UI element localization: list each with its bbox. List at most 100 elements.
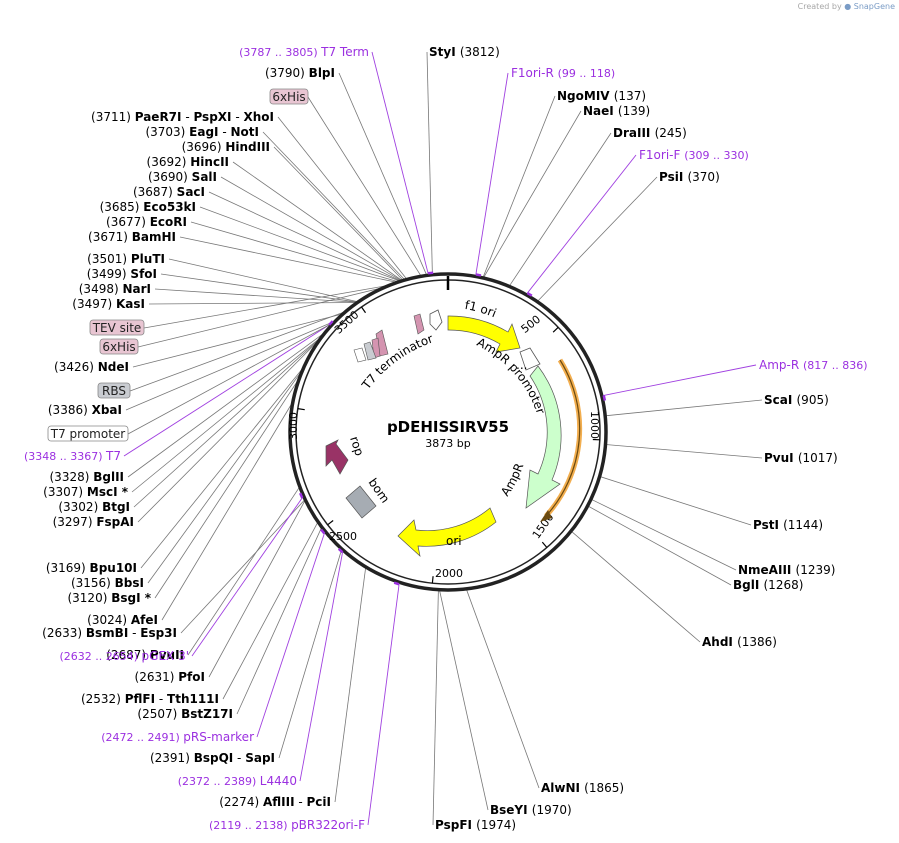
feature-6xhis-c[interactable] — [413, 313, 425, 335]
leader-line — [508, 132, 612, 287]
enzyme-name: PflFI — [125, 692, 155, 706]
feature-box-label[interactable]: T7 promoter — [50, 427, 126, 441]
primer-label[interactable]: F1ori-F (309 .. 330) — [639, 148, 749, 162]
primer-range: (2372 .. 2389) — [178, 775, 260, 788]
primer-label[interactable]: F1ori-R (99 .. 118) — [511, 66, 615, 80]
feature-box-label[interactable]: 6xHis — [272, 90, 305, 104]
enzyme-label-left[interactable]: (3120) BsgI * — [67, 591, 151, 605]
feature-rop[interactable] — [325, 439, 349, 475]
primer-label[interactable]: (2119 .. 2138) pBR322ori-F — [209, 818, 365, 832]
enzyme-label-right[interactable]: BglI (1268) — [733, 578, 803, 592]
enzyme-label-left[interactable]: (3497) KasI — [72, 297, 145, 311]
enzyme-label-left[interactable]: (3703) EagI - NotI — [145, 125, 259, 139]
ampr-primer-arrowhead — [540, 510, 552, 522]
svg-text:AmpR: AmpR — [498, 461, 526, 498]
enzyme-label-left[interactable]: (3677) EcoRI — [106, 215, 187, 229]
site-position: (2532) — [81, 692, 125, 706]
primer-name: F1ori-F — [639, 148, 684, 162]
leader-line — [187, 486, 301, 656]
feature-bom[interactable] — [345, 485, 377, 519]
primer-label[interactable]: Amp-R (817 .. 836) — [759, 358, 868, 372]
enzyme-name: PvuII — [150, 648, 184, 662]
enzyme-label-right[interactable]: PspFI (1974) — [435, 818, 516, 832]
enzyme-name: PspFI — [435, 818, 476, 832]
feature-box-label[interactable]: TEV site — [92, 321, 142, 335]
enzyme-label-left[interactable]: (3696) HindIII — [182, 140, 270, 154]
enzyme-name-2: NotI — [231, 125, 260, 139]
site-position: (1017) — [798, 451, 838, 465]
feature-box — [97, 382, 131, 399]
feature-t7-terminator[interactable] — [429, 309, 443, 331]
enzyme-label-right[interactable]: ScaI (905) — [764, 393, 829, 407]
enzyme-label-left[interactable]: (3711) PaeR7I - PspXI - XhoI — [91, 110, 274, 124]
enzyme-label-right[interactable]: PstI (1144) — [753, 518, 823, 532]
svg-text:f1 ori: f1 ori — [464, 298, 499, 320]
feature-ampr-promoter[interactable] — [519, 347, 541, 371]
enzyme-name: AhdI — [702, 635, 737, 649]
enzyme-label-left[interactable]: (3499) SfoI — [87, 267, 157, 281]
enzyme-label-left[interactable]: (2507) BstZ17I — [137, 707, 233, 721]
enzyme-label-left[interactable]: (3685) Eco53kI — [100, 200, 196, 214]
enzyme-label-left[interactable]: (3328) BglII — [50, 470, 125, 484]
primer-label[interactable]: (2472 .. 2491) pRS-marker — [101, 730, 254, 744]
feature-ampr[interactable] — [525, 365, 562, 509]
enzyme-label-right[interactable]: AlwNI (1865) — [541, 781, 624, 795]
primer-label[interactable]: (3787 .. 3805) T7 Term — [239, 45, 369, 59]
enzyme-label-left[interactable]: (3687) SacI — [133, 185, 205, 199]
enzyme-label-right[interactable]: NaeI (139) — [583, 104, 650, 118]
enzyme-label-left[interactable]: (3501) PluTI — [87, 252, 165, 266]
enzyme-label-left[interactable]: (3297) FspAI — [53, 515, 134, 529]
site-position: (3685) — [100, 200, 144, 214]
enzyme-label-left[interactable]: (2631) PfoI — [135, 670, 205, 684]
primer-label[interactable]: (3348 .. 3367) T7 — [24, 449, 121, 463]
enzyme-label-right[interactable]: PsiI (370) — [659, 170, 720, 184]
enzyme-label-left[interactable]: (3790) BlpI — [265, 66, 335, 80]
enzyme-label-right[interactable]: NgoMIV (137) — [557, 89, 646, 103]
feature-f1-ori[interactable] — [447, 315, 521, 353]
enzyme-label-left[interactable]: (3156) BbsI — [71, 576, 144, 590]
primer-leader-line — [527, 154, 637, 294]
enzyme-label-left[interactable]: (3302) BtgI — [58, 500, 130, 514]
enzyme-label-left[interactable]: (2274) AflIII - PciI — [219, 795, 331, 809]
primer-label[interactable]: (2632 .. 2654) pGEX 3' — [59, 649, 189, 663]
feature-t7-promoter[interactable] — [353, 347, 367, 363]
enzyme-label-left[interactable]: (3498) NarI — [79, 282, 151, 296]
primer-leader-line — [256, 533, 325, 738]
leader-line — [160, 273, 358, 303]
enzyme-label-left[interactable]: (3671) BamHI — [88, 230, 176, 244]
feature-ori[interactable] — [397, 507, 497, 557]
ampr-primer-arc-inner — [545, 359, 581, 517]
enzyme-label-left[interactable]: (3692) HincII — [147, 155, 229, 169]
enzyme-name: AfeI — [131, 613, 158, 627]
enzyme-label-left[interactable]: (2391) BspQI - SapI — [150, 751, 275, 765]
enzyme-label-right[interactable]: PvuI (1017) — [764, 451, 838, 465]
enzyme-label-left[interactable]: (3024) AfeI — [87, 613, 158, 627]
primer-label[interactable]: (2372 .. 2389) L4440 — [178, 774, 297, 788]
leader-line — [334, 566, 367, 803]
enzyme-label-left[interactable]: (2633) BsmBI - Esp3I — [42, 626, 177, 640]
enzyme-label-left[interactable]: (3426) NdeI — [54, 360, 129, 374]
enzyme-label-right[interactable]: NmeAIII (1239) — [738, 563, 835, 577]
site-position: (3156) — [71, 576, 115, 590]
feature-box-label[interactable]: RBS — [102, 384, 126, 398]
enzyme-label-right[interactable]: StyI (3812) — [429, 45, 500, 59]
enzyme-label-right[interactable]: DraIII (245) — [613, 126, 687, 140]
tick-label: 1500 — [530, 511, 557, 541]
primer-mark — [328, 320, 334, 326]
enzyme-label-left[interactable]: (2687) PvuII — [106, 648, 184, 662]
enzyme-label-left[interactable]: (3386) XbaI — [48, 403, 122, 417]
feature-label-ori: ori — [446, 534, 462, 548]
feature-rbs[interactable] — [363, 341, 377, 361]
primer-mark — [393, 581, 400, 586]
enzyme-label-right[interactable]: AhdI (1386) — [702, 635, 777, 649]
enzyme-label-left[interactable]: (3169) Bpu10I — [46, 561, 137, 575]
enzyme-label-left[interactable]: (3307) MscI * — [43, 485, 129, 499]
primer-leader-line — [191, 497, 303, 657]
enzyme-label-left[interactable]: (3690) SalI — [148, 170, 217, 184]
enzyme-label-right[interactable]: BseYI (1970) — [490, 803, 572, 817]
feature-box-label[interactable]: 6xHis — [102, 340, 135, 354]
enzyme-label-left[interactable]: (2532) PflFI - Tth111I — [81, 692, 219, 706]
enzyme-name: FspAI — [96, 515, 134, 529]
